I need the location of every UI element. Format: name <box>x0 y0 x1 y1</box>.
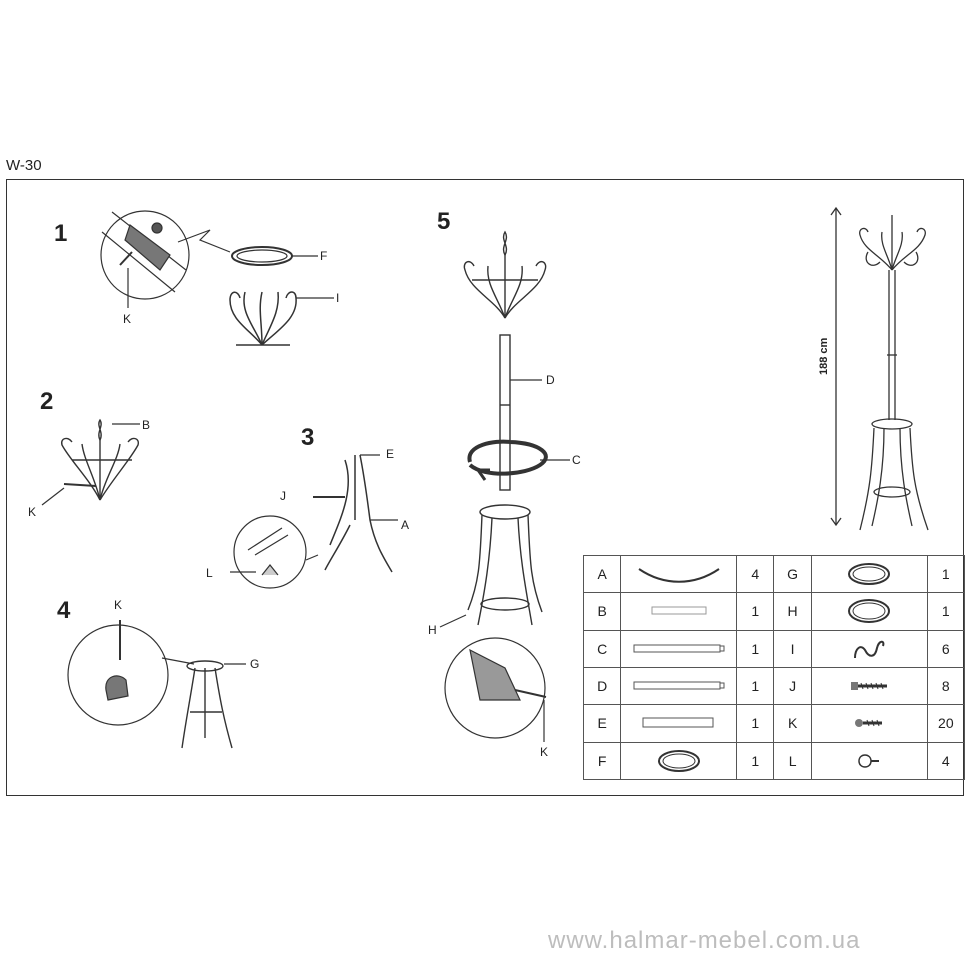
step-5-base-icon <box>467 504 543 626</box>
part-qty: 4 <box>736 554 775 594</box>
part-qty: 1 <box>926 592 966 631</box>
part-code: C <box>582 629 622 668</box>
part-code: D <box>582 666 622 706</box>
step-3-number: 3 <box>301 424 315 451</box>
short-screw-icon <box>810 704 928 743</box>
part-qty: 1 <box>736 741 775 781</box>
label-l: L <box>206 566 213 580</box>
label-k: K <box>28 505 37 519</box>
label-k: K <box>123 312 132 326</box>
table-row: A 4 G 1 <box>582 554 966 594</box>
part-qty: 6 <box>926 629 966 668</box>
step-5-detail-circle <box>444 637 546 739</box>
step-5-number: 5 <box>437 208 451 235</box>
step-1-detail-circle <box>100 210 190 300</box>
ring-icon <box>620 741 738 781</box>
assembled-stand-icon <box>830 206 929 531</box>
part-code: J <box>773 666 812 706</box>
part-qty: 1 <box>736 704 775 743</box>
step-4-detail-circle <box>67 624 169 726</box>
parts-table: A 4 G 1 B 1 H 1 C 1 I 6 D 1 J 8 E 1 K 20 <box>582 554 966 781</box>
step-3-detail-circle <box>233 515 307 589</box>
stand-base-icon <box>181 660 233 749</box>
label-g: G <box>250 657 260 671</box>
watermark: www.halmar-mebel.com.ua <box>548 927 861 954</box>
step-2-number: 2 <box>40 388 54 415</box>
hooks-i-icon <box>229 291 297 346</box>
label-j: J <box>280 489 286 503</box>
part-code: F <box>582 741 622 781</box>
label-i: I <box>336 291 340 305</box>
label-a: A <box>401 518 410 532</box>
part-code: L <box>773 741 812 781</box>
curved-leg-icon <box>620 554 738 594</box>
step-4-number: 4 <box>57 597 71 624</box>
part-code: H <box>773 592 812 631</box>
label-f: F <box>320 249 328 263</box>
part-qty: 1 <box>926 554 966 594</box>
label-e: E <box>386 447 395 461</box>
short-rod-icon <box>620 592 738 631</box>
part-code: B <box>582 592 622 631</box>
part-qty: 1 <box>736 592 775 631</box>
long-screw-icon <box>810 666 928 706</box>
label-h: H <box>428 623 437 637</box>
instruction-frame <box>6 179 964 796</box>
table-row: D 1 J 8 <box>582 666 966 706</box>
pole-icon <box>499 334 511 491</box>
foot-cap-icon <box>810 741 928 781</box>
long-rod-icon <box>620 629 738 668</box>
part-qty: 8 <box>926 666 966 706</box>
part-code: G <box>773 554 812 594</box>
ring-icon <box>810 554 928 594</box>
part-qty: 1 <box>736 629 775 668</box>
ring-icon <box>810 592 928 631</box>
step-5-crown-icon <box>463 230 547 319</box>
long-rod-icon <box>620 666 738 706</box>
part-qty: 4 <box>926 741 966 781</box>
top-crown-icon <box>60 418 140 501</box>
model-code: W-30 <box>6 157 42 174</box>
short-rod-icon <box>620 704 738 743</box>
label-b: B <box>142 418 151 432</box>
part-qty: 1 <box>736 666 775 706</box>
table-row: C 1 I 6 <box>582 629 966 668</box>
part-code: I <box>773 629 812 668</box>
step-1-number: 1 <box>54 220 68 247</box>
part-code: K <box>773 704 812 743</box>
rotation-arrow-icon <box>467 439 548 476</box>
label-d: D <box>546 373 555 387</box>
label-k: K <box>114 598 123 612</box>
screw-icon <box>119 251 133 266</box>
part-code: E <box>582 704 622 743</box>
table-row: B 1 H 1 <box>582 592 966 631</box>
table-row: F 1 L 4 <box>582 741 966 781</box>
part-qty: 20 <box>926 704 966 743</box>
hook-icon <box>810 629 928 668</box>
label-k: K <box>540 745 549 759</box>
height-dimension: 188 cm <box>818 337 830 375</box>
part-code: A <box>582 554 622 594</box>
label-c: C <box>572 453 581 467</box>
table-row: E 1 K 20 <box>582 704 966 743</box>
